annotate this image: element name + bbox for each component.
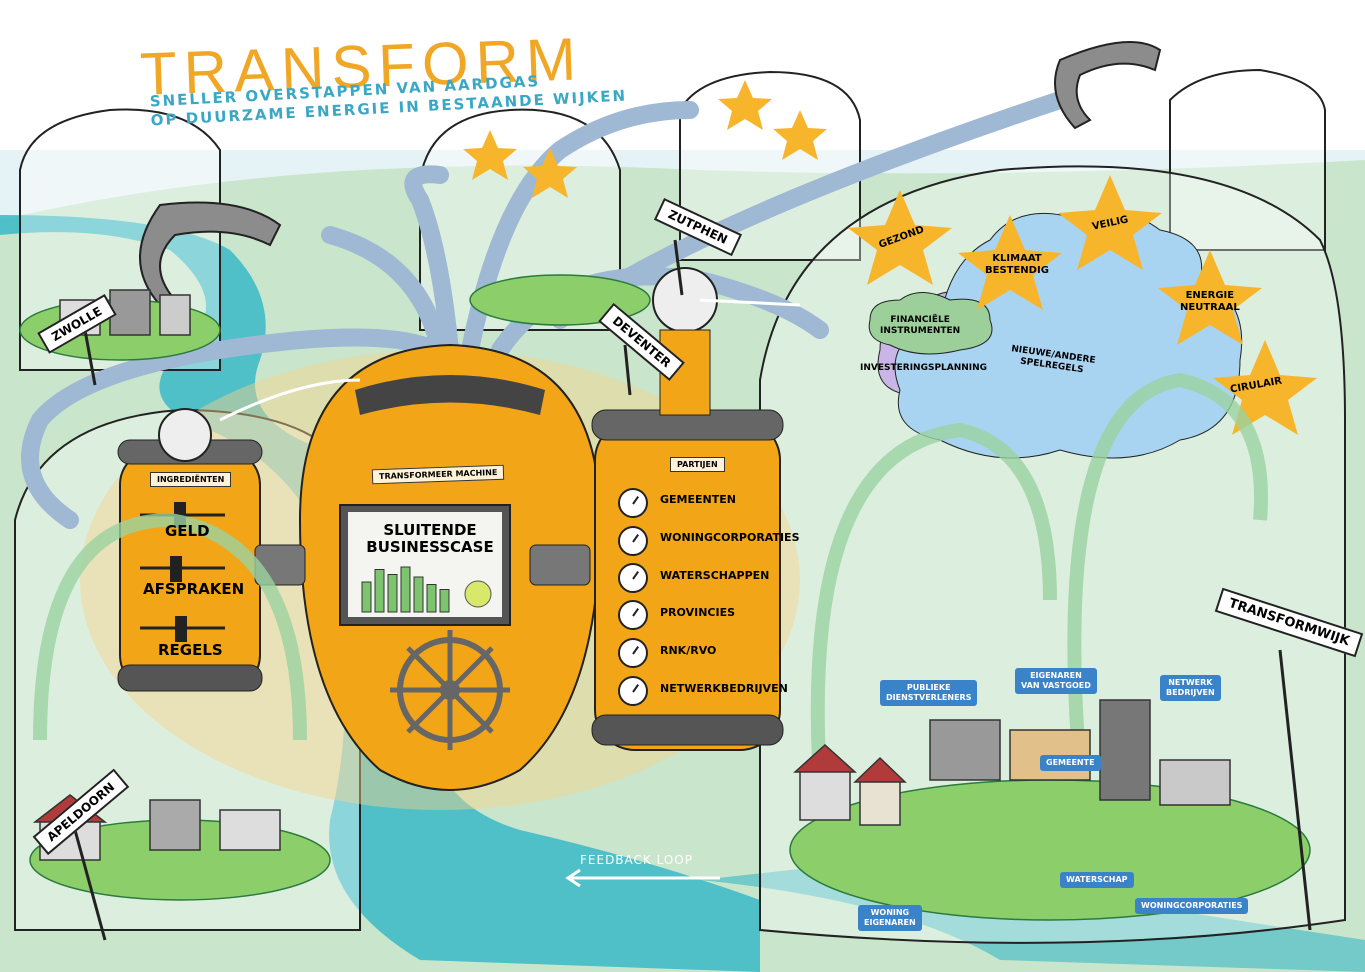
screen-bar	[413, 576, 424, 613]
cloud-label-financieel: FINANCIËLE INSTRUMENTEN	[880, 315, 961, 336]
gauge-icon	[618, 563, 648, 593]
party-provincies: PROVINCIES	[660, 606, 736, 619]
tag-woningcorporaties: WONINGCORPORATIES	[1135, 898, 1249, 914]
star-decorations	[463, 80, 1317, 435]
screen-bar-chart	[361, 566, 450, 613]
star-label-energieneutraal: ENERGIE NEUTRAAL	[1180, 290, 1240, 313]
gauge-icon	[618, 526, 648, 556]
screen-bar	[439, 589, 450, 613]
cloud-label-investering: INVESTERINGSPLANNING	[860, 363, 988, 373]
party-gemeenten: GEMEENTEN	[660, 493, 736, 506]
tag-netwerkbedrijven: NETWERK BEDRIJVEN	[1160, 675, 1221, 701]
slider-label-afspraken: AFSPRAKEN	[143, 580, 245, 598]
tag-eigenaren-vastgoed: EIGENAREN VAN VASTGOED	[1015, 668, 1097, 694]
feedback-arrow	[219, 298, 801, 888]
slider-label-geld: GELD	[165, 522, 210, 540]
tag-woningeigenaren: WONING EIGENAREN	[858, 905, 922, 931]
ingredients-tank	[117, 408, 263, 692]
gauge-icon	[618, 488, 648, 518]
gauge-icon	[618, 676, 648, 706]
tag-publieke-dienstverleners: PUBLIEKE DIENSTVERLENERS	[880, 680, 978, 706]
tag-waterschap: WATERSCHAP	[1060, 872, 1134, 888]
screen-bar	[400, 566, 411, 613]
gauge-icon	[618, 638, 648, 668]
clouds	[868, 211, 1243, 459]
tag-gemeente: GEMEENTE	[1040, 755, 1101, 771]
gauge-icon	[618, 600, 648, 630]
ingredients-header: INGREDIËNTEN	[150, 472, 232, 487]
screen-title: SLUITENDE BUSINESSCASE	[366, 521, 494, 556]
star-label-klimaatbestendig: KLIMAAT BESTENDIG	[985, 253, 1049, 276]
party-woningcorporaties: WONINGCORPORATIES	[660, 531, 800, 544]
screen-bar	[387, 574, 398, 613]
cycle-arrows	[33, 372, 1268, 781]
party-netwerkbedrijven: NETWERKBEDRIJVEN	[660, 682, 788, 695]
grabber-claws	[139, 41, 1162, 307]
slider-label-regels: REGELS	[158, 641, 223, 659]
screen-bar	[361, 581, 372, 613]
party-rnk-rvo: RNK/RVO	[660, 644, 717, 657]
screen-bar	[426, 584, 437, 613]
party-waterschappen: WATERSCHAPPEN	[660, 569, 770, 582]
sign-posts	[73, 239, 1312, 941]
parties-header: PARTIJEN	[670, 457, 725, 472]
central-sphere	[254, 343, 602, 791]
screen-bar	[374, 569, 385, 613]
feedback-loop-label: FEEDBACK LOOP	[580, 853, 693, 867]
